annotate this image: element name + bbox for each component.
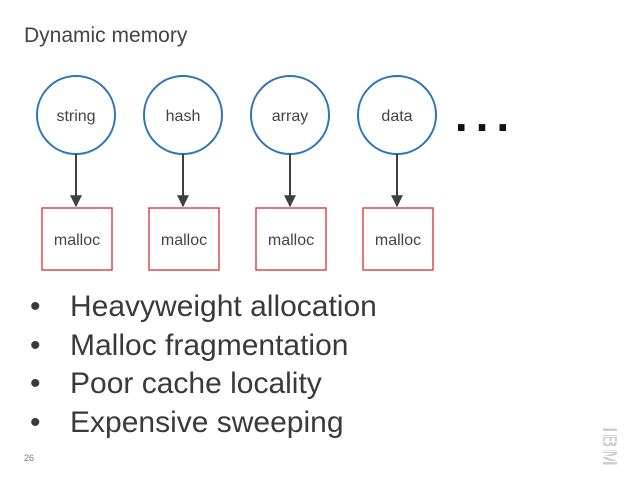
object-node-array: array — [250, 75, 330, 155]
object-label: string — [56, 108, 95, 125]
malloc-rect — [255, 207, 327, 271]
malloc-box: malloc — [148, 207, 220, 271]
object-node-string: string — [36, 75, 116, 155]
bullet-text: Heavyweight allocation — [70, 290, 377, 323]
object-label: array — [272, 108, 308, 125]
object-label: hash — [166, 108, 201, 125]
bullet-marker: • — [30, 405, 41, 439]
malloc-label: malloc — [268, 232, 314, 249]
ibm-logo: IBM — [598, 427, 624, 467]
bullet-marker: • — [30, 367, 41, 400]
page-number: 26 — [24, 453, 35, 463]
ellipsis: ... — [455, 89, 517, 141]
bullet-text: Expensive sweeping — [70, 405, 344, 439]
bullet-item: • Expensive sweeping — [30, 404, 377, 443]
malloc-label: malloc — [161, 232, 207, 249]
bullet-text: Poor cache locality — [70, 367, 322, 400]
bullet-item: • Malloc fragmentation — [30, 327, 377, 366]
malloc-label: malloc — [54, 232, 100, 249]
malloc-rect — [41, 207, 113, 271]
memory-diagram: string malloc hash malloc array malloc d… — [36, 75, 517, 271]
malloc-label: malloc — [375, 232, 421, 249]
bullet-marker: • — [30, 290, 41, 323]
malloc-rect — [148, 207, 220, 271]
malloc-box: malloc — [255, 207, 327, 271]
malloc-box: malloc — [362, 207, 434, 271]
bullet-list: • Heavyweight allocation • Malloc fragment… — [30, 288, 377, 442]
bullet-text: Malloc fragmentation — [70, 328, 349, 362]
object-node-data: data — [357, 75, 437, 155]
object-node-hash: hash — [143, 75, 223, 155]
malloc-rect — [362, 207, 434, 271]
bullet-marker: • — [30, 328, 41, 362]
bullet-item: • Heavyweight allocation — [30, 288, 377, 327]
bullet-item: • Poor cache locality — [30, 365, 377, 404]
slide-title: Dynamic memory — [24, 24, 188, 47]
malloc-box: malloc — [41, 207, 113, 271]
object-label: data — [381, 108, 412, 125]
